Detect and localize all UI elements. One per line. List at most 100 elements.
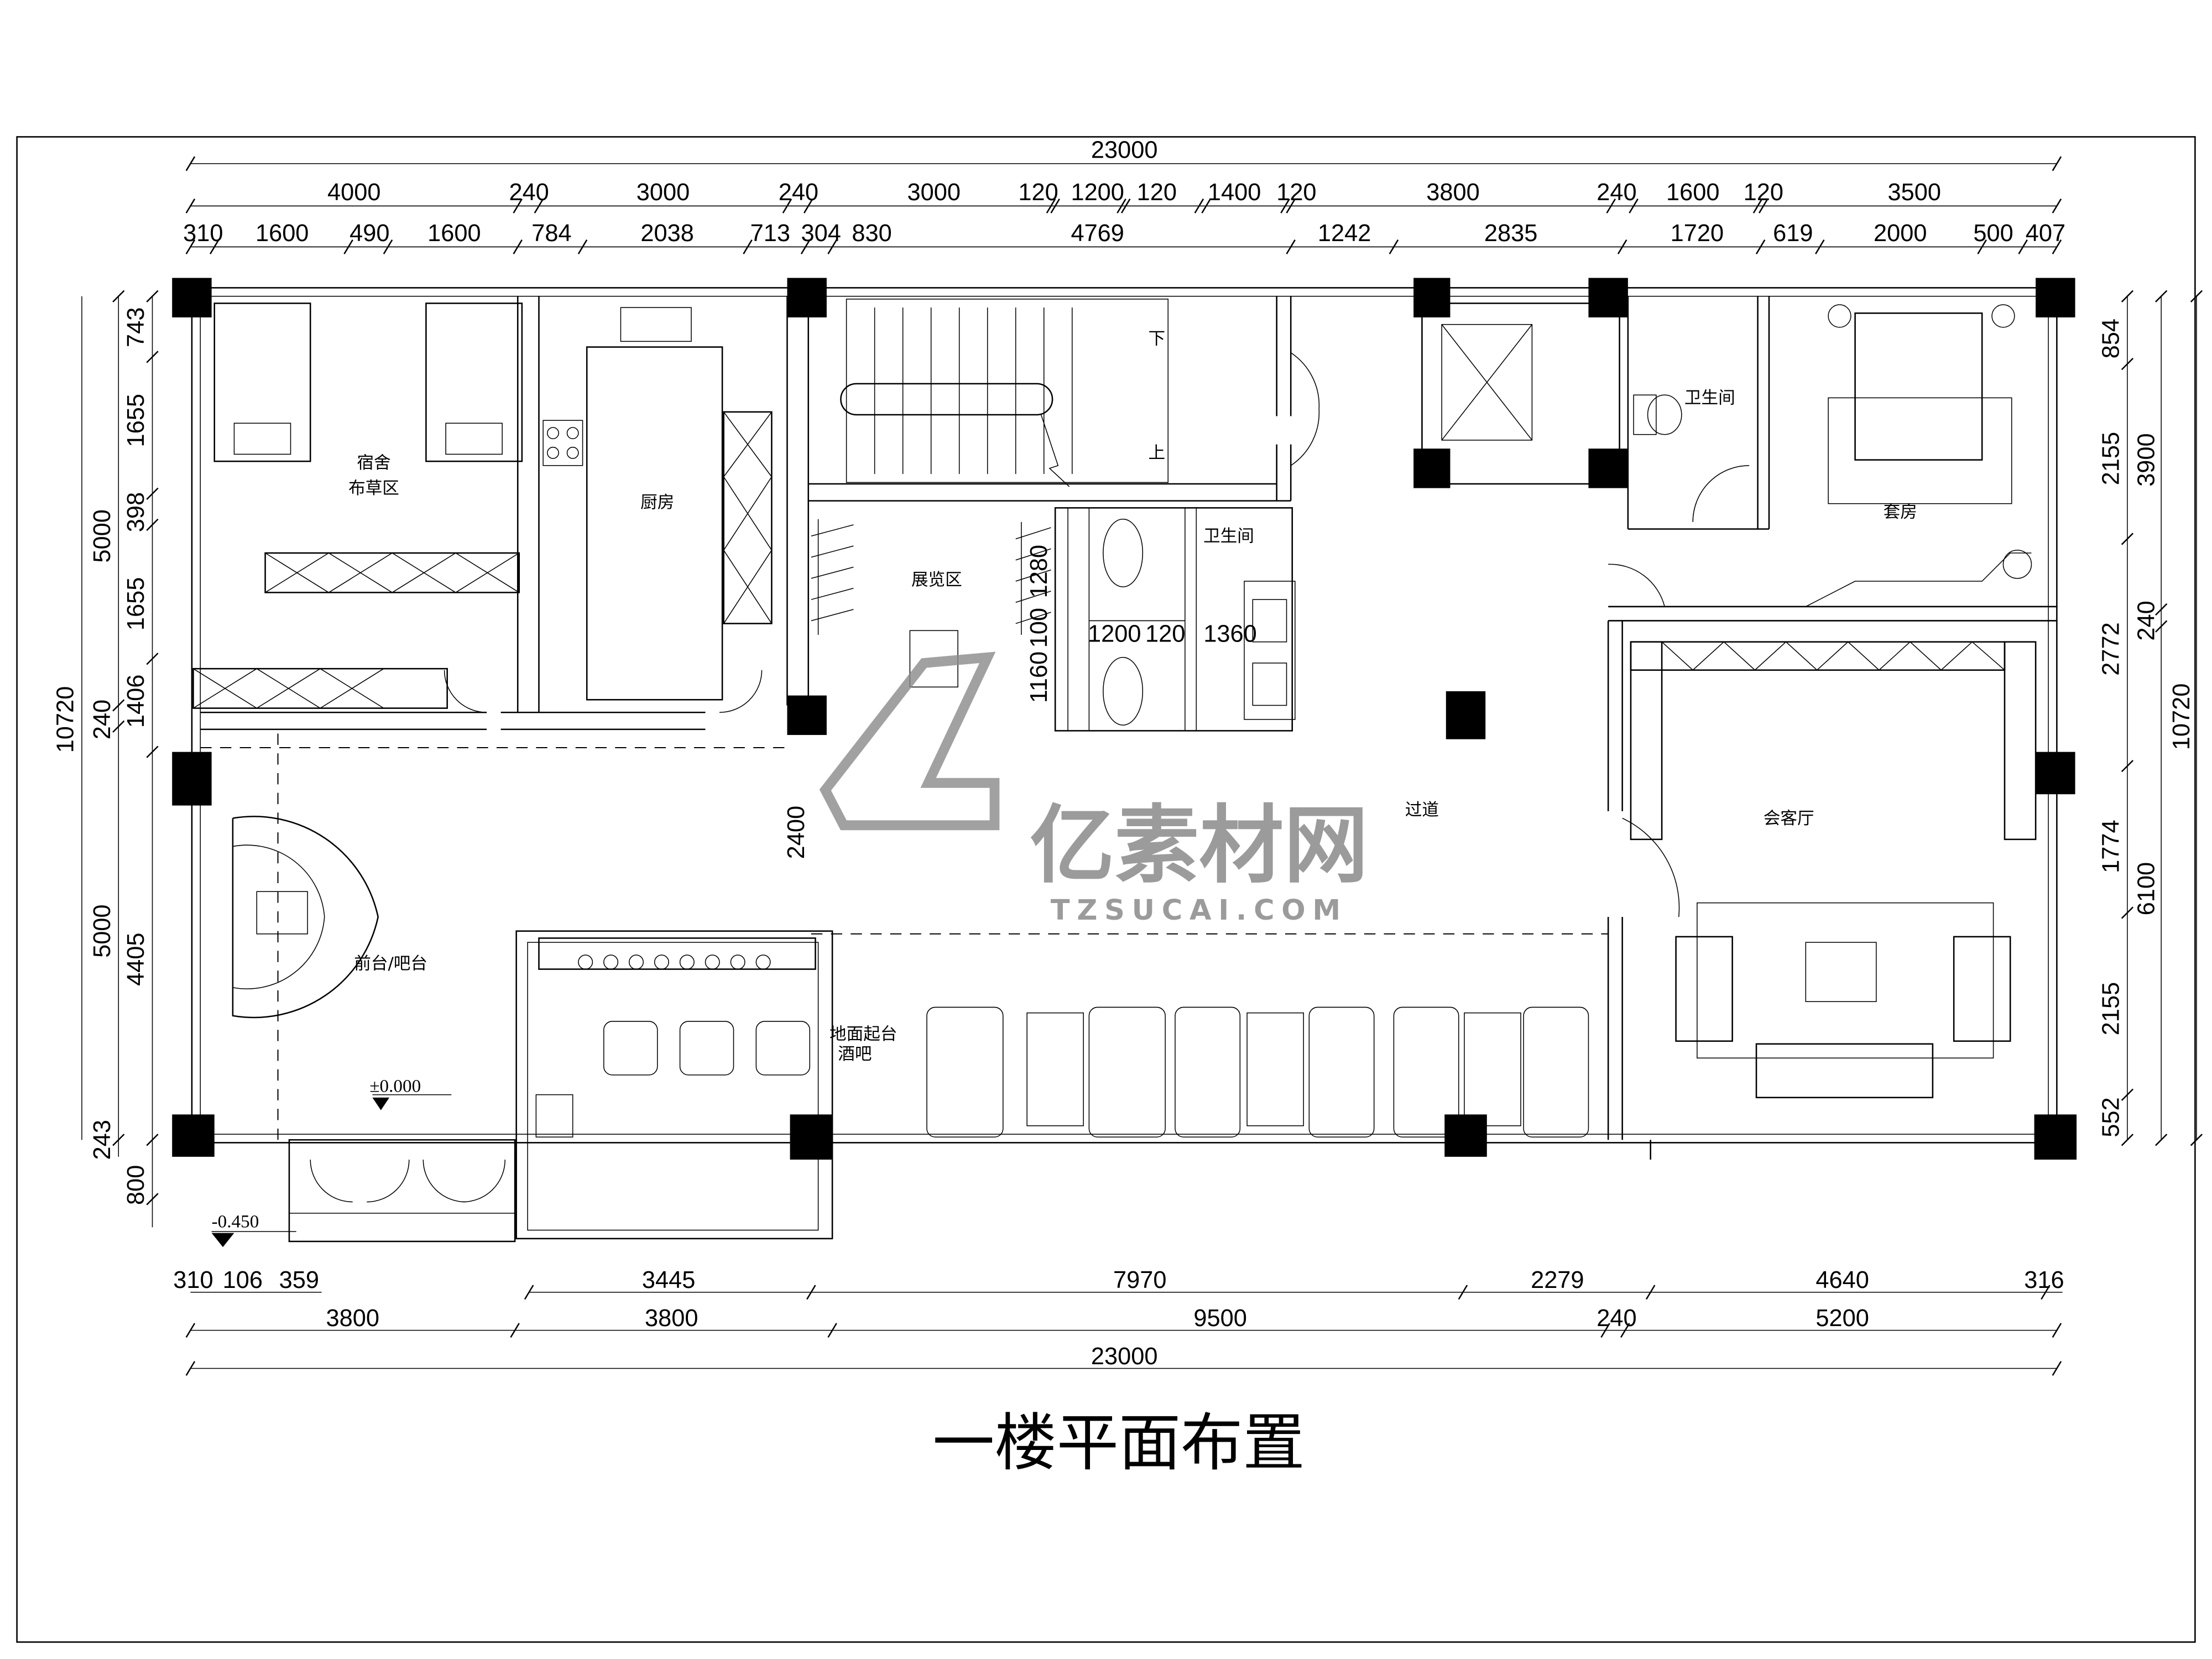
dimension-label: 316 xyxy=(2024,1267,2064,1293)
dimension-tick xyxy=(185,156,196,171)
dimension-label: 800 xyxy=(123,1165,149,1205)
dimension-label: 3000 xyxy=(907,179,961,206)
dimension-label: 4405 xyxy=(123,932,149,985)
dimension-tick xyxy=(2052,1323,2062,1338)
dimension-tick xyxy=(2121,358,2134,371)
dimension-label: 4000 xyxy=(327,179,380,206)
dimension-label: 854 xyxy=(2098,319,2125,358)
dimension-tick xyxy=(146,290,159,302)
dimension-label: 3800 xyxy=(645,1305,698,1332)
dimension-label: 2038 xyxy=(640,220,693,247)
dimension-tick xyxy=(2121,533,2134,545)
dimension-label: 4640 xyxy=(1815,1267,1869,1293)
dimension-tick xyxy=(1752,199,1763,213)
dimension-tick xyxy=(1458,1285,1468,1300)
dimension-tick xyxy=(803,199,813,213)
dimension-label: 3800 xyxy=(1426,179,1479,206)
dimension-label: 1406 xyxy=(123,675,149,728)
dimension-tick xyxy=(1120,199,1131,213)
dimension-tick xyxy=(2052,156,2062,171)
room-label-bar: 酒吧 xyxy=(838,1045,872,1064)
dimension-label: 5000 xyxy=(89,509,116,562)
dimension-tick xyxy=(146,745,159,758)
dimension-tick xyxy=(185,1323,196,1338)
booth-seating-icon xyxy=(926,1006,1589,1138)
dimension-tick xyxy=(2121,906,2134,919)
stove-icon xyxy=(542,420,583,466)
armchair-icon xyxy=(535,1021,811,1138)
dimension-tick xyxy=(1280,199,1290,213)
dimension-label: 120 xyxy=(1744,179,1783,206)
bar-counter-icon xyxy=(538,937,816,970)
dimension-tick xyxy=(1815,239,1825,254)
dimension-tick xyxy=(534,199,544,213)
dimension-label: 2835 xyxy=(1484,220,1537,247)
dimension-tick xyxy=(2018,239,2028,254)
room-label-dorm: 宿舍 xyxy=(357,453,390,473)
elevation-entrance: -0.450 xyxy=(212,1211,259,1232)
dimension-tick xyxy=(146,487,159,500)
dimension-label: 552 xyxy=(2098,1097,2125,1137)
dimension-tick xyxy=(343,239,353,254)
suite-bed-icon xyxy=(1828,304,2015,504)
dimension-tick xyxy=(146,1134,159,1146)
dimension-tick xyxy=(1600,1323,1610,1338)
dimension-tick xyxy=(146,518,159,531)
elevation-floor: ±0.000 xyxy=(369,1076,421,1096)
dimension-tick xyxy=(1617,239,1627,254)
dimension-label: 9500 xyxy=(1193,1305,1246,1332)
dimension-label: 5000 xyxy=(89,904,116,957)
dimension-tick xyxy=(146,1193,159,1206)
dimension-tick xyxy=(146,351,159,363)
wardrobe-icon xyxy=(264,552,520,593)
room-label-raised-floor: 地面起台 xyxy=(830,1025,897,1044)
dimension-tick xyxy=(2121,1134,2134,1146)
room-label-exhibition: 展览区 xyxy=(911,571,962,590)
dimension-tick xyxy=(2041,1285,2051,1300)
drawing-frame xyxy=(16,136,2196,1643)
dimension-tick xyxy=(112,290,125,302)
dimension-tick xyxy=(1286,199,1296,213)
dimension-label: 398 xyxy=(123,492,149,532)
dimension-tick xyxy=(806,1285,816,1300)
watermark-url: TZSUCAI.COM xyxy=(1051,894,1348,927)
dimension-restroom: 1160 xyxy=(1026,651,1052,703)
dimension-label: 106 xyxy=(223,1267,263,1293)
dimension-label: 310 xyxy=(173,1267,213,1293)
furniture xyxy=(192,299,2037,1138)
dimension-label: 1600 xyxy=(427,220,481,247)
room-label-front-desk: 前台/吧台 xyxy=(354,954,427,974)
room-label-corridor: 过道 xyxy=(1405,800,1439,820)
dimension-label: 3000 xyxy=(637,179,690,206)
tv-cabinet-icon xyxy=(1805,550,2032,607)
dimension-overall-width: 23000 xyxy=(1091,137,1158,164)
dimension-label: 4769 xyxy=(1071,220,1124,247)
dimension-label: 1242 xyxy=(1318,220,1371,247)
dimension-tick xyxy=(1194,199,1204,213)
dimension-passage: 2400 xyxy=(783,806,810,859)
dimension-tick xyxy=(2052,239,2062,254)
dimension-tick xyxy=(1286,239,1296,254)
dimension-label: 1655 xyxy=(123,394,149,447)
dimension-tick xyxy=(2155,603,2168,616)
dimension-tick xyxy=(383,239,393,254)
dimension-label: 240 xyxy=(2133,601,2159,640)
bed-icon xyxy=(213,302,311,462)
dimension-tick xyxy=(1629,199,1639,213)
kitchen-island-icon xyxy=(586,346,723,701)
cabinet-icon xyxy=(192,667,448,709)
dimension-tick xyxy=(743,239,753,254)
dimension-tick xyxy=(2190,290,2203,302)
elevation-markers: ±0.000 -0.450 xyxy=(212,1076,452,1248)
reception-desk-icon xyxy=(232,816,379,1019)
dimension-tick xyxy=(510,1323,520,1338)
dimension-label: 3900 xyxy=(2133,433,2159,486)
dimension-label: 2155 xyxy=(2098,982,2125,1035)
dimension-tick xyxy=(185,199,196,213)
dimension-label: 240 xyxy=(509,179,549,206)
dimension-tick xyxy=(2155,620,2168,633)
dimension-tick xyxy=(1977,239,1987,254)
dimension-label: 7970 xyxy=(1113,1267,1166,1293)
